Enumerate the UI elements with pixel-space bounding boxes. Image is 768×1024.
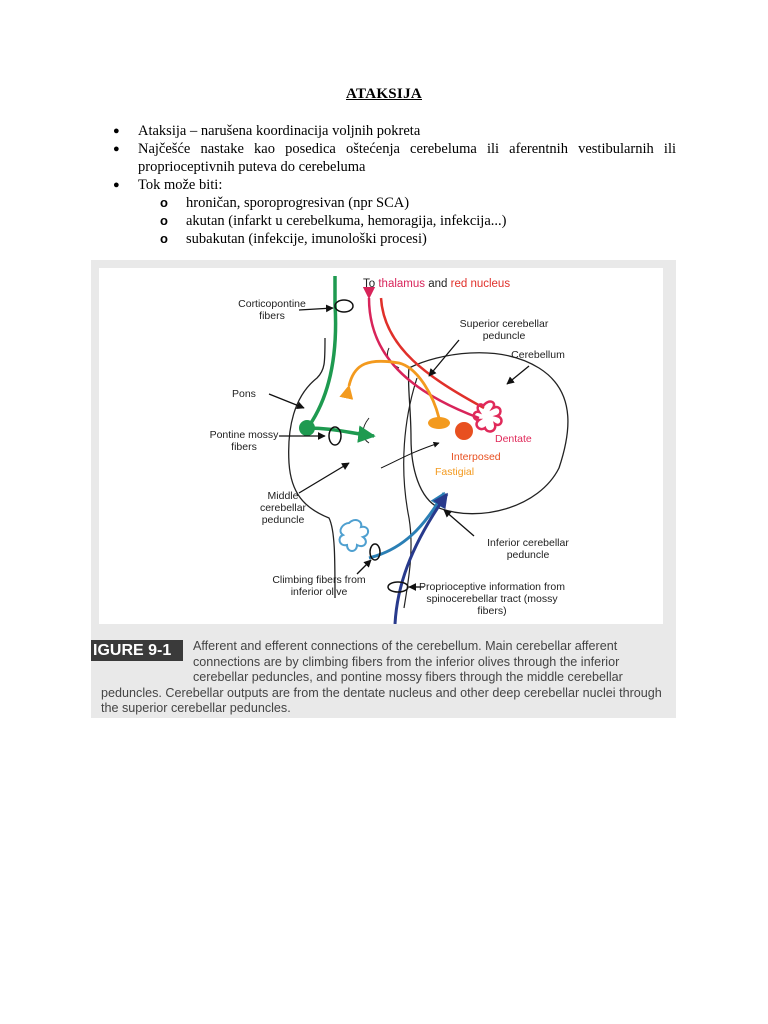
- cerebellum-label: Cerebellum: [511, 349, 565, 361]
- sub-text: hroničan, sporoprogresivan (npr SCA): [186, 195, 410, 211]
- bullet-list: ● Ataksija – narušena koordinacija voljn…: [110, 122, 676, 248]
- inferior-peduncle-label: Inferior cerebellar peduncle: [487, 537, 569, 561]
- cerebellum-outline: [407, 352, 569, 515]
- leader-superior: [428, 339, 460, 377]
- leader-pons: [268, 393, 305, 410]
- sub-text: akutan (infarkt u cerebelkuma, hemoragij…: [186, 213, 507, 229]
- diagram-svg: [268, 276, 569, 624]
- red-nucleus-fiber: [379, 297, 485, 410]
- bullet-marker: ●: [113, 125, 120, 137]
- sub-item: o akutan (infarkt u cerebelkuma, hemorag…: [110, 212, 676, 230]
- climbing-label: Climbing fibers from inferior olive: [272, 574, 366, 598]
- brainstem-inner-line: [362, 417, 370, 444]
- corticopontine-section: [334, 299, 354, 313]
- superior-peduncle-label: Superior cerebellar peduncle: [459, 318, 549, 342]
- pons-outline: [288, 337, 336, 599]
- middle-peduncle-fiber: [380, 441, 440, 469]
- leader-middle: [298, 462, 350, 494]
- mossy-section: [328, 426, 342, 446]
- bullet-text: Tok može biti:: [138, 177, 223, 193]
- corticopontine-label: Corticopontine fibers: [238, 298, 306, 322]
- and-label: and: [428, 278, 448, 290]
- fastigial-nucleus: [428, 417, 450, 429]
- proprioceptive-fiber: [393, 492, 449, 624]
- bullet-item: ● Ataksija – narušena koordinacija voljn…: [110, 122, 676, 140]
- red-nucleus-label: red nucleus: [450, 278, 511, 290]
- sub-item: o hroničan, sporoprogresivan (npr SCA): [110, 194, 676, 212]
- brainstem-right-line: [403, 377, 418, 609]
- bullet-text: Najčešće nastake kao posedica oštećenja …: [138, 141, 676, 175]
- fastigial-label: Fastigial: [435, 466, 475, 478]
- to-label: To: [363, 278, 376, 290]
- pontine-mossy-fiber: [306, 425, 376, 443]
- leader-corticopontine: [298, 304, 334, 313]
- page-title: ATAKSIJA: [345, 86, 423, 102]
- climbing-section: [369, 543, 381, 561]
- interposed-label: Interposed: [451, 451, 501, 463]
- fastigial-fiber: [339, 359, 441, 419]
- bullet-marker: ●: [113, 179, 120, 191]
- leader-inferior: [443, 509, 475, 537]
- sub-text: subakutan (infekcije, imunološki procesi…: [186, 231, 427, 247]
- dentate-nucleus: [472, 400, 503, 433]
- thalamus-fiber: [362, 286, 480, 420]
- proprioceptive-section: [387, 581, 409, 593]
- cerebellum-diagram: To thalamus and red nucleus Corticoponti…: [99, 268, 663, 624]
- pons-label: Pons: [232, 388, 256, 400]
- sub-marker: o: [160, 195, 168, 210]
- bullet-item: ● Tok može biti:: [110, 176, 676, 194]
- sub-item: o subakutan (infekcije, imunološki proce…: [110, 230, 676, 248]
- sub-marker: o: [160, 231, 168, 246]
- dentate-label: Dentate: [495, 433, 532, 445]
- caption-rest: peduncles. Cerebellar outputs are from t…: [101, 685, 662, 716]
- figure-number: IGURE 9-1: [91, 640, 183, 661]
- bullet-item: ● Najčešće nastake kao posedica oštećenj…: [110, 140, 676, 176]
- figure-caption: Afferent and efferent connections of the…: [101, 639, 671, 717]
- leader-cerebellum: [506, 365, 530, 385]
- sub-list: o hroničan, sporoprogresivan (npr SCA) o…: [110, 194, 676, 248]
- inferior-olive: [338, 519, 369, 552]
- bullet-marker: ●: [113, 143, 120, 155]
- thalamus-label: thalamus: [378, 278, 426, 290]
- efferent-target-label: To thalamus and red nucleus: [363, 278, 543, 290]
- leader-climbing: [356, 559, 372, 575]
- sub-marker: o: [160, 213, 168, 228]
- interposed-nucleus: [455, 422, 473, 440]
- middle-peduncle-label: Middle cerebellar peduncle: [259, 490, 307, 526]
- bullet-text: Ataksija – narušena koordinacija voljnih…: [138, 123, 421, 139]
- pontine-mossy-label: Pontine mossy fibers: [209, 429, 279, 453]
- caption-first: Afferent and efferent connections of the…: [193, 639, 623, 684]
- figure-box: To thalamus and red nucleus Corticoponti…: [91, 260, 676, 718]
- proprioceptive-label: Proprioceptive information from spinocer…: [419, 581, 565, 617]
